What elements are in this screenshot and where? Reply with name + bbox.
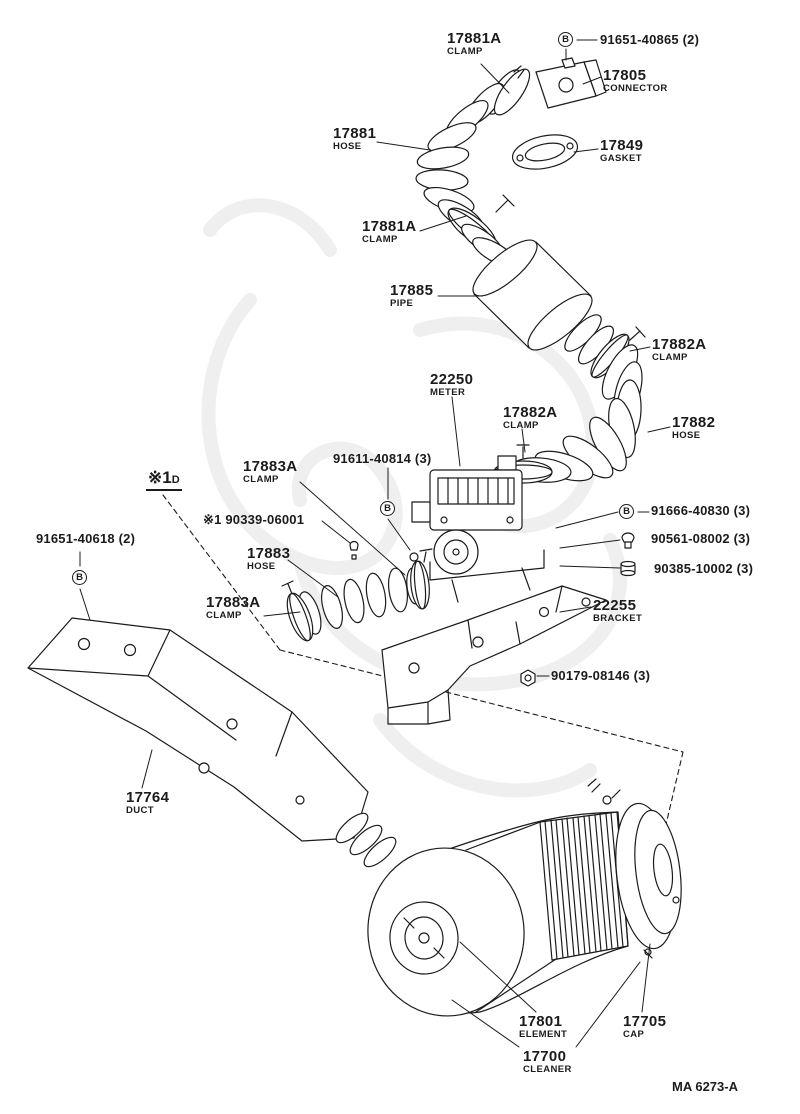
part-number: 17882A (503, 404, 558, 421)
part-name: HOSE (672, 430, 701, 442)
bolt-90561-08002 (621, 532, 635, 549)
part-number: 17881A (362, 218, 417, 235)
part-name: CAP (623, 1029, 645, 1041)
clamp-17881a-top (493, 65, 531, 116)
part-number: 17883A (206, 594, 261, 611)
part-number: 17849 (600, 137, 644, 154)
duct-17764 (27, 617, 369, 842)
part-label-17885: 17885 PIPE (390, 282, 434, 310)
part-label-17883a-left: 17883A CLAMP (206, 594, 261, 622)
part-label-17764: 17764 DUCT (126, 789, 170, 817)
hardware-label-91611-40814: 91611-40814 (3) (333, 451, 432, 466)
element-17801 (539, 811, 629, 961)
part-name: CLAMP (503, 420, 539, 432)
nut-90179-08146 (520, 669, 536, 687)
circled-b-icon-top: B (558, 32, 573, 47)
part-label-17882: 17882 HOSE (672, 414, 716, 442)
clamp-17882a-upper (590, 326, 646, 379)
part-name: CLAMP (447, 46, 483, 58)
hardware-label-91651-40618: 91651-40618 (2) (36, 531, 136, 546)
part-label-17801: 17801 ELEMENT (519, 1013, 568, 1041)
part-label-17700: 17700 CLEANER (523, 1048, 572, 1076)
part-label-17883a-right: 17883A CLAMP (243, 458, 298, 486)
bolt-91651-40865 (561, 57, 576, 69)
part-name: CLAMP (652, 352, 688, 364)
bolt-91611-40814 (409, 552, 419, 562)
part-number: 17881 (333, 125, 377, 142)
hardware-label-90179-08146: 90179-08146 (3) (551, 668, 651, 683)
part-name: HOSE (247, 561, 276, 573)
part-label-17849: 17849 GASKET (600, 137, 644, 165)
part-name: CLAMP (243, 474, 279, 486)
part-label-22255: 22255 BRACKET (593, 597, 643, 625)
meter-22250 (349, 455, 545, 603)
part-label-17881: 17881 HOSE (333, 125, 377, 153)
hardware-label-90385-10002: 90385-10002 (3) (654, 561, 754, 576)
bolt-90339-06001 (349, 540, 359, 560)
cap-clip-bottom (643, 949, 653, 959)
part-label-17881a-lower: 17881A CLAMP (362, 218, 417, 246)
part-label-17805: 17805 CONNECTOR (603, 67, 668, 95)
clamp-17883a-right (410, 548, 433, 610)
gasket-17849 (511, 134, 579, 170)
connector-17805 (535, 57, 607, 109)
part-number: 17883 (247, 545, 291, 562)
note-marker: ※1D (146, 468, 182, 491)
part-number: 22250 (430, 371, 474, 388)
cleaner-housing-17700 (367, 811, 629, 1017)
note-marker-sub: D (171, 474, 180, 486)
part-label-17882a-upper: 17882A CLAMP (652, 336, 707, 364)
part-number: 17882A (652, 336, 707, 353)
circled-b-icon-duct: B (72, 570, 87, 585)
document-number: MA 6273-A (672, 1079, 738, 1094)
part-name: ELEMENT (519, 1029, 568, 1041)
part-name: DUCT (126, 805, 154, 817)
bracket-22255 (381, 585, 607, 725)
note-marker-symbol: ※1 (148, 468, 172, 487)
leader-lines (79, 39, 671, 1048)
part-number: 17764 (126, 789, 170, 806)
hose-17883 (298, 567, 422, 635)
cap-clip-top (587, 778, 621, 799)
part-number: 17882 (672, 414, 716, 431)
part-name: METER (430, 387, 466, 399)
part-name: HOSE (333, 141, 362, 153)
part-label-17882a-lower: 17882A CLAMP (503, 404, 558, 432)
part-number: 17801 (519, 1013, 563, 1030)
part-name: BRACKET (593, 613, 643, 625)
part-number: 17881A (447, 30, 502, 47)
cap-17705 (587, 778, 682, 959)
hose-17882 (510, 344, 643, 483)
hardware-label-91666-40830: 91666-40830 (3) (651, 503, 751, 518)
hardware-label-90339-06001: ※1 90339-06001 (203, 512, 305, 527)
part-name: CONNECTOR (603, 83, 668, 95)
part-label-17705: 17705 CAP (623, 1013, 667, 1041)
part-label-17883: 17883 HOSE (247, 545, 291, 573)
part-number: 17883A (243, 458, 298, 475)
part-name: PIPE (390, 298, 414, 310)
part-label-17881a-top: 17881A CLAMP (447, 30, 502, 58)
hardware-label-91651-40865: 91651-40865 (2) (600, 32, 700, 47)
wing-nut-icon (418, 932, 430, 944)
grommet-90385-10002 (620, 560, 636, 577)
hardware-label-90561-08002: 90561-08002 (3) (651, 531, 751, 546)
part-label-22250: 22250 METER (430, 371, 474, 399)
circled-b-icon-right: B (619, 504, 634, 519)
clamp-17883a-left (281, 580, 314, 642)
circled-b-icon-meter: B (380, 501, 395, 516)
part-number: 17700 (523, 1048, 567, 1065)
part-name: CLAMP (362, 234, 398, 246)
part-number: 17805 (603, 67, 647, 84)
part-name: CLEANER (523, 1064, 572, 1076)
part-name: GASKET (600, 153, 642, 165)
part-name: CLAMP (206, 610, 242, 622)
part-number: 17705 (623, 1013, 667, 1030)
part-number: 22255 (593, 597, 637, 614)
cleaner-inlet-hose (335, 812, 397, 868)
pipe-17885 (461, 223, 614, 365)
part-number: 17885 (390, 282, 434, 299)
